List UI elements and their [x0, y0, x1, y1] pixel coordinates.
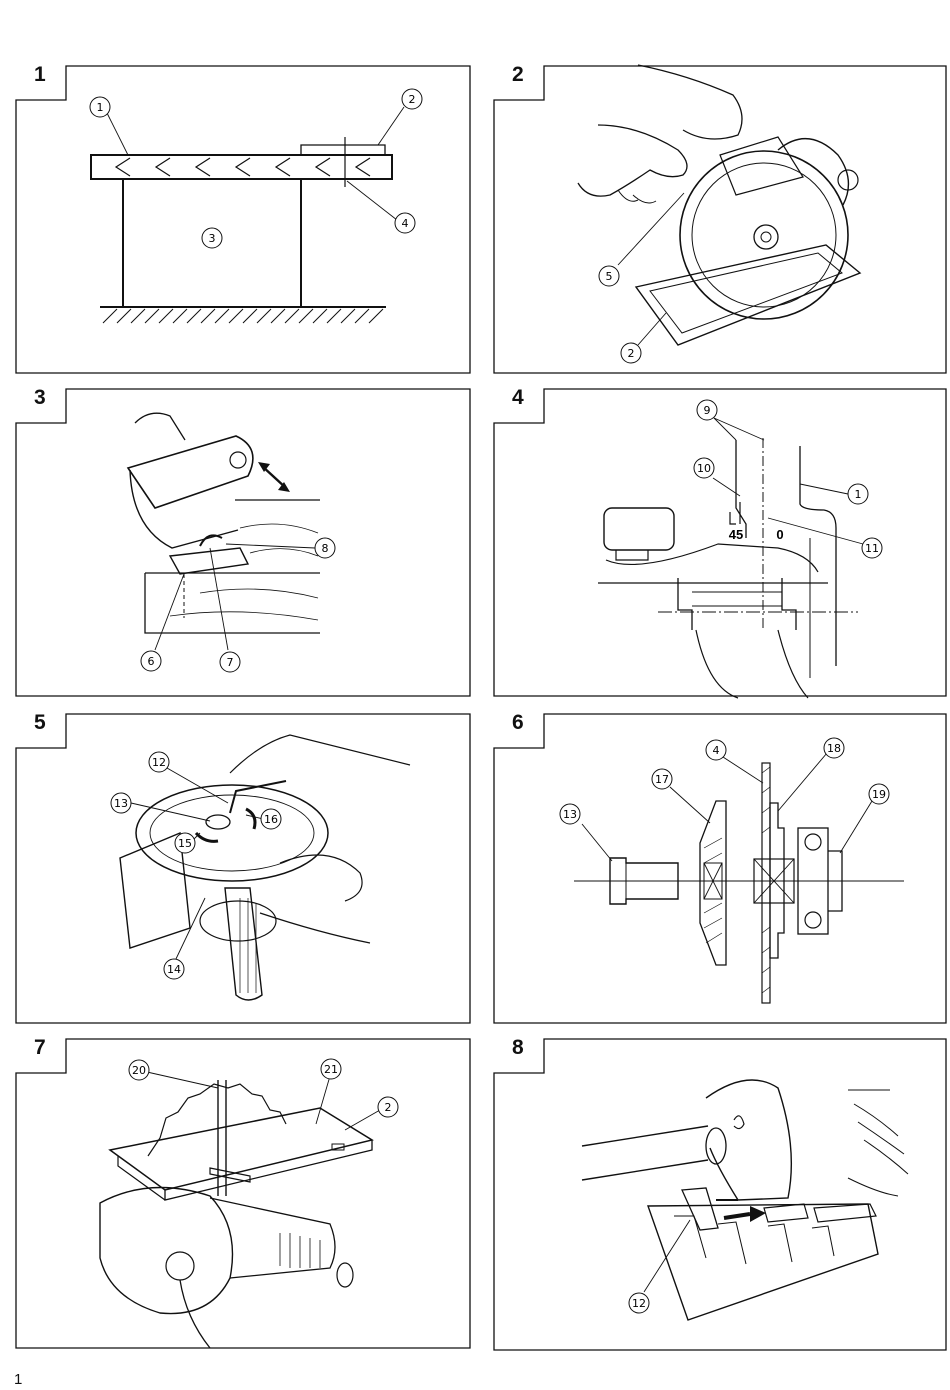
callout-number: 13 — [563, 808, 577, 821]
figure-number: 6 — [512, 711, 524, 734]
callout-number: 19 — [872, 788, 886, 801]
callout-number: 5 — [606, 270, 613, 283]
figure-number: 8 — [512, 1036, 524, 1059]
callout-number: 21 — [324, 1063, 338, 1076]
callout-number: 16 — [264, 813, 278, 826]
figure-number: 2 — [512, 63, 524, 86]
figure-panel-2: 2 5 2 — [478, 55, 950, 375]
figure-panel-3: 3 8 6 7 — [0, 378, 475, 700]
callout-number: 17 — [655, 773, 669, 786]
figure-drawing: 12 — [493, 1038, 947, 1351]
scale-label-0: 0 — [776, 527, 783, 542]
callout-number: 4 — [402, 217, 409, 230]
callout-number: 2 — [628, 347, 635, 360]
callout-number: 12 — [152, 756, 166, 769]
figure-panel-8: 8 12 — [478, 1028, 950, 1352]
callout-number: 6 — [148, 655, 155, 668]
callout-number: 4 — [713, 744, 720, 757]
callout-number: 8 — [322, 542, 329, 555]
figure-drawing: 1 2 3 4 — [15, 65, 471, 374]
figure-drawing: 5 2 — [493, 64, 947, 374]
figure-number: 4 — [512, 386, 524, 409]
callout-number: 10 — [697, 462, 711, 475]
callout-number: 3 — [209, 232, 216, 245]
figure-drawing: 13 17 4 18 19 — [493, 713, 947, 1024]
callout-number: 12 — [632, 1297, 646, 1310]
figure-number: 5 — [34, 711, 46, 734]
figure-number: 3 — [34, 386, 46, 409]
figure-number: 7 — [34, 1036, 46, 1059]
callout-number: 2 — [385, 1101, 392, 1114]
figure-panel-7: 7 20 21 2 — [0, 1028, 475, 1352]
figure-panel-1: 1 1 2 3 4 — [0, 55, 475, 375]
figure-panel-4: 4 45 0 9 10 1 11 — [478, 378, 950, 700]
callout-number: 7 — [227, 656, 234, 669]
figure-drawing: 45 0 9 10 1 11 — [493, 388, 947, 699]
figure-drawing: 12 13 16 15 14 — [15, 713, 471, 1024]
callout-number: 20 — [132, 1064, 146, 1077]
callout-number: 11 — [865, 542, 879, 555]
figure-drawing: 8 6 7 — [15, 388, 471, 697]
callout-number: 2 — [409, 93, 416, 106]
callout-number: 1 — [855, 488, 862, 501]
callout-number: 9 — [704, 404, 711, 417]
callout-number: 13 — [114, 797, 128, 810]
page-number: 1 — [14, 1371, 23, 1388]
callout-number: 1 — [97, 101, 104, 114]
callout-number: 18 — [827, 742, 841, 755]
scale-label-45: 45 — [729, 527, 743, 542]
figure-panel-6: 6 13 17 4 — [478, 703, 950, 1025]
figure-drawing: 20 21 2 — [15, 1038, 471, 1349]
figure-panel-5: 5 12 13 16 15 14 — [0, 703, 475, 1025]
figure-number: 1 — [34, 63, 46, 86]
callout-number: 14 — [167, 963, 181, 976]
callout-number: 15 — [178, 837, 192, 850]
